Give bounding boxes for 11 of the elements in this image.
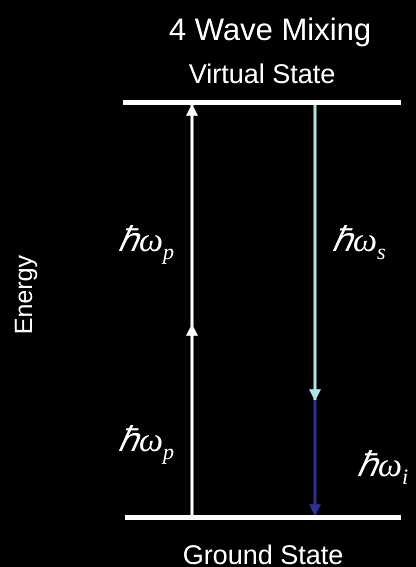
photon-energy-label: ℏω$_{i}$ xyxy=(357,446,408,490)
arrow xyxy=(309,400,321,516)
title: 4 Wave Mixing xyxy=(168,12,372,48)
level-label: Ground State xyxy=(182,541,344,567)
arrow xyxy=(309,105,321,402)
photon-energy-label: ℏω$_{s}$ xyxy=(332,221,386,265)
level-label: Virtual State xyxy=(188,60,336,90)
arrow xyxy=(186,105,198,515)
axis-label: Energy xyxy=(10,255,39,334)
photon-energy-label: ℏω$_{p}$ xyxy=(118,221,174,265)
photon-energy-label: ℏω$_{p}$ xyxy=(118,421,174,465)
